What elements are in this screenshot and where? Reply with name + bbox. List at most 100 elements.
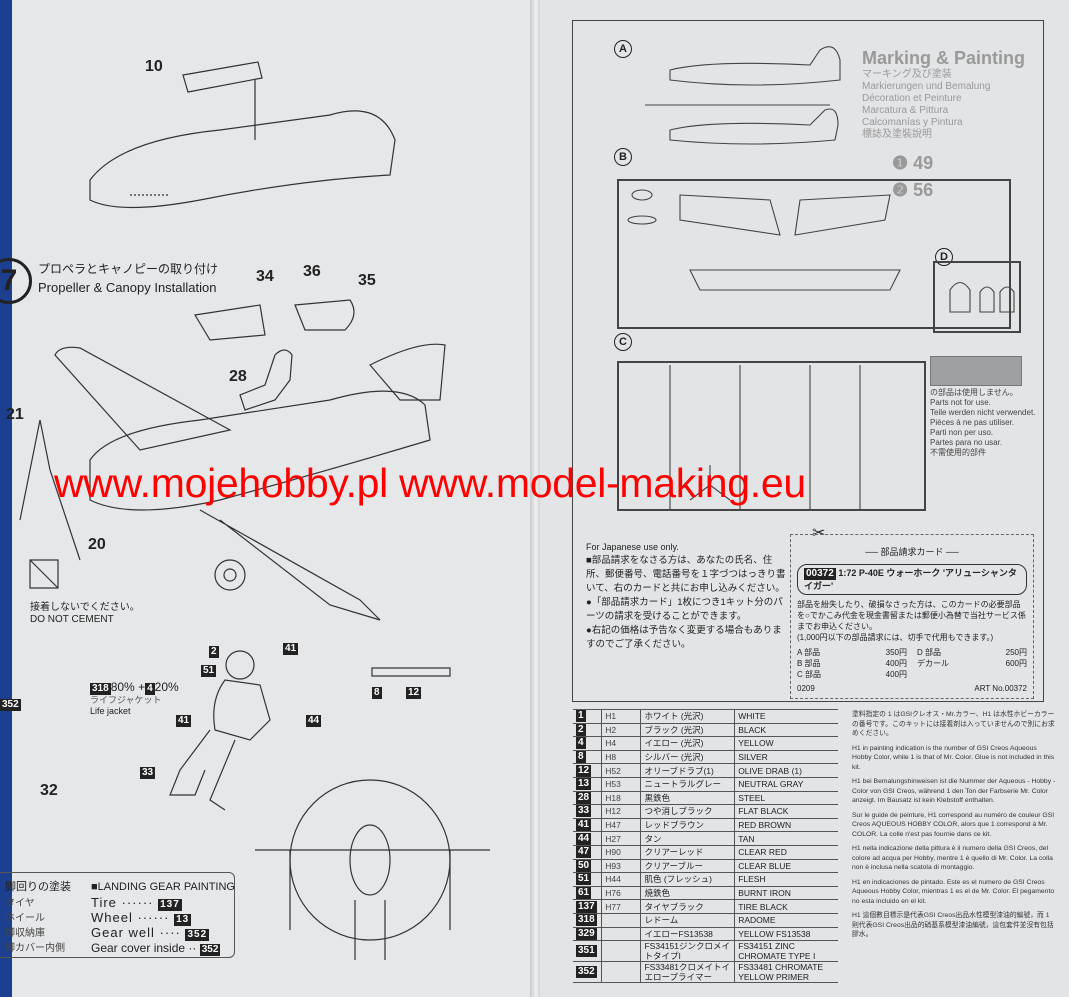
paint-name-en: YELLOW — [734, 736, 838, 751]
not-used-line: の部品は使用しません。 — [930, 388, 1018, 397]
gear-title-jp: 脚回りの塗装 — [5, 881, 71, 893]
not-used-line: Partes para no usar. — [930, 438, 1003, 447]
paint-number: 13 — [573, 776, 603, 792]
hobby-color-code: H47 — [601, 817, 642, 833]
paint-number: 33 — [573, 804, 603, 819]
gear-part-jp: タイヤ — [5, 898, 35, 909]
marking-line: マーキング及び塗装 — [862, 69, 952, 80]
hobby-color-code: H27 — [601, 831, 642, 846]
paint-number: 28 — [573, 790, 603, 806]
paint-name-en: FS33481 CHROMATE YELLOW PRIMER — [734, 961, 838, 984]
part-number: 35 — [358, 272, 376, 289]
paint-number-badge: 2 — [576, 723, 586, 736]
gear-part-jp: ホイール — [5, 913, 45, 924]
part-number: 8 — [372, 687, 382, 699]
card-kit-name: 00372 1:72 P-40E ウォーホーク 'アリューシャンタイガー' — [797, 564, 1027, 595]
hobby-color-code: H1 — [601, 709, 642, 724]
marking-line: Marcatura & Pittura — [862, 105, 949, 116]
gear-part: Wheel — [91, 910, 133, 925]
paint-name-en: CLEAR RED — [734, 844, 838, 860]
paint-name-en: CLEAR BLUE — [734, 858, 838, 874]
paint-number-badge: 351 — [576, 945, 597, 958]
paint-notes: 塗料指定の 1 はGSIクレオス・Mr.カラー、H1 は水性ホビーカラーの番号で… — [852, 710, 1057, 945]
paint-name-jp: ホワイト (光沢) — [640, 709, 736, 724]
paint-number: 8 — [573, 749, 603, 765]
part-number: 21 — [6, 406, 24, 423]
paint-code: 13 — [174, 914, 192, 926]
marking-line: Markierungen und Bemalung — [862, 81, 991, 92]
paint-number-badge: 51 — [576, 873, 592, 886]
card-footer: 0209 ART No.00372 — [797, 684, 1027, 694]
cement-note-jp: 接着しないでください。 — [30, 602, 140, 613]
scissors-icon: ✂ — [812, 525, 826, 542]
kit-code: 00372 — [804, 568, 836, 580]
price-value: 400円 — [885, 670, 907, 679]
paint-name-en: OLIVE DRAB (1) — [734, 763, 838, 778]
paint-name-en: YELLOW FS13538 — [734, 926, 838, 942]
percent: 20% — [154, 680, 179, 694]
part-10-drawing — [182, 61, 263, 93]
propeller-part — [689, 465, 731, 501]
paint-number: 51 — [573, 872, 603, 887]
paint-name-jp: クリアーレッド — [640, 844, 736, 860]
do-not-cement-icon — [29, 559, 59, 589]
parts-request-card: ── 部品請求カード ── 00372 1:72 P-40E ウォーホーク 'ア… — [790, 534, 1034, 699]
paint-number-badge: 352 — [576, 966, 597, 979]
paint-name-en: SILVER — [734, 749, 838, 765]
jp-note-line: ■部品請求をなさる方は、あなたの氏名、住所、郵便番号、電話番号を１字づつはっきり… — [586, 555, 786, 594]
paint-callout: 51 — [201, 665, 217, 677]
paint-number-badge: 8 — [576, 751, 586, 764]
paint-name-jp: FS33481クロメイトイエロープライマー — [640, 961, 736, 984]
part-34-drawing — [194, 304, 266, 341]
not-used-line: Teile werden nicht verwendet. — [930, 408, 1036, 417]
gear-part: Gear well — [91, 925, 155, 940]
hobby-color-code — [601, 940, 642, 963]
pilot-figure-28 — [239, 349, 293, 411]
paint-number: 47 — [573, 844, 603, 860]
sprue-b-wings — [679, 194, 891, 236]
landing-gear-painting-box: 脚回りの塗装 ■LANDING GEAR PAINTING Tire ·····… — [0, 872, 235, 958]
paint-name-en: BURNT IRON — [734, 885, 838, 901]
part-number: 20 — [88, 536, 106, 553]
note-it: H1 nella indicazione della pittura è il … — [852, 845, 1053, 871]
sprue-drawings — [617, 46, 1021, 511]
pilot-figure-drawing — [169, 650, 271, 811]
paint-number-badge: 28 — [576, 791, 592, 804]
paint-number: 329 — [573, 926, 603, 942]
note-es: H1 en indicaciones de pintado. Este es e… — [852, 878, 1055, 905]
price-part: C 部品 — [797, 670, 821, 679]
paint-number-badge: 33 — [576, 805, 592, 818]
paint-name-jp: ブラック (光沢) — [640, 722, 736, 738]
price-row: C 部品 400円 — [797, 669, 907, 680]
percent: 80% — [110, 680, 135, 694]
paint-number-badge: 1 — [576, 710, 586, 723]
price-part: D 部品 — [917, 648, 941, 657]
paint-number: 137 — [573, 899, 603, 914]
paint-name-jp: クリアーブルー — [640, 858, 736, 874]
paint-number: 61 — [573, 885, 603, 901]
paint-callout: 2 — [209, 646, 219, 658]
hobby-color-code: H52 — [601, 763, 642, 778]
note-de: H1 bei Bemalungshinweisen ist die Nummer… — [852, 778, 1056, 804]
part-number: 34 — [256, 268, 274, 285]
gear-title-en-text: LANDING GEAR PAINTING — [97, 881, 235, 893]
hobby-color-code: H44 — [601, 872, 642, 887]
paint-name-en: NEUTRAL GRAY — [734, 776, 838, 792]
part-8-12-drawing — [371, 667, 451, 677]
paint-code: 318 — [90, 683, 111, 695]
paint-name-en: BLACK — [734, 722, 838, 738]
part-36-35-drawing — [294, 299, 355, 331]
sprue-letter-d: D — [935, 248, 953, 266]
paint-number: 44 — [573, 831, 603, 846]
note-jp: 塗料指定の 1 はGSIクレオス・Mr.カラー、H1 は水性ホビーカラーの番号で… — [852, 711, 1055, 737]
paint-number-badge: 50 — [576, 859, 592, 872]
paint-callout: 352 — [0, 699, 21, 711]
